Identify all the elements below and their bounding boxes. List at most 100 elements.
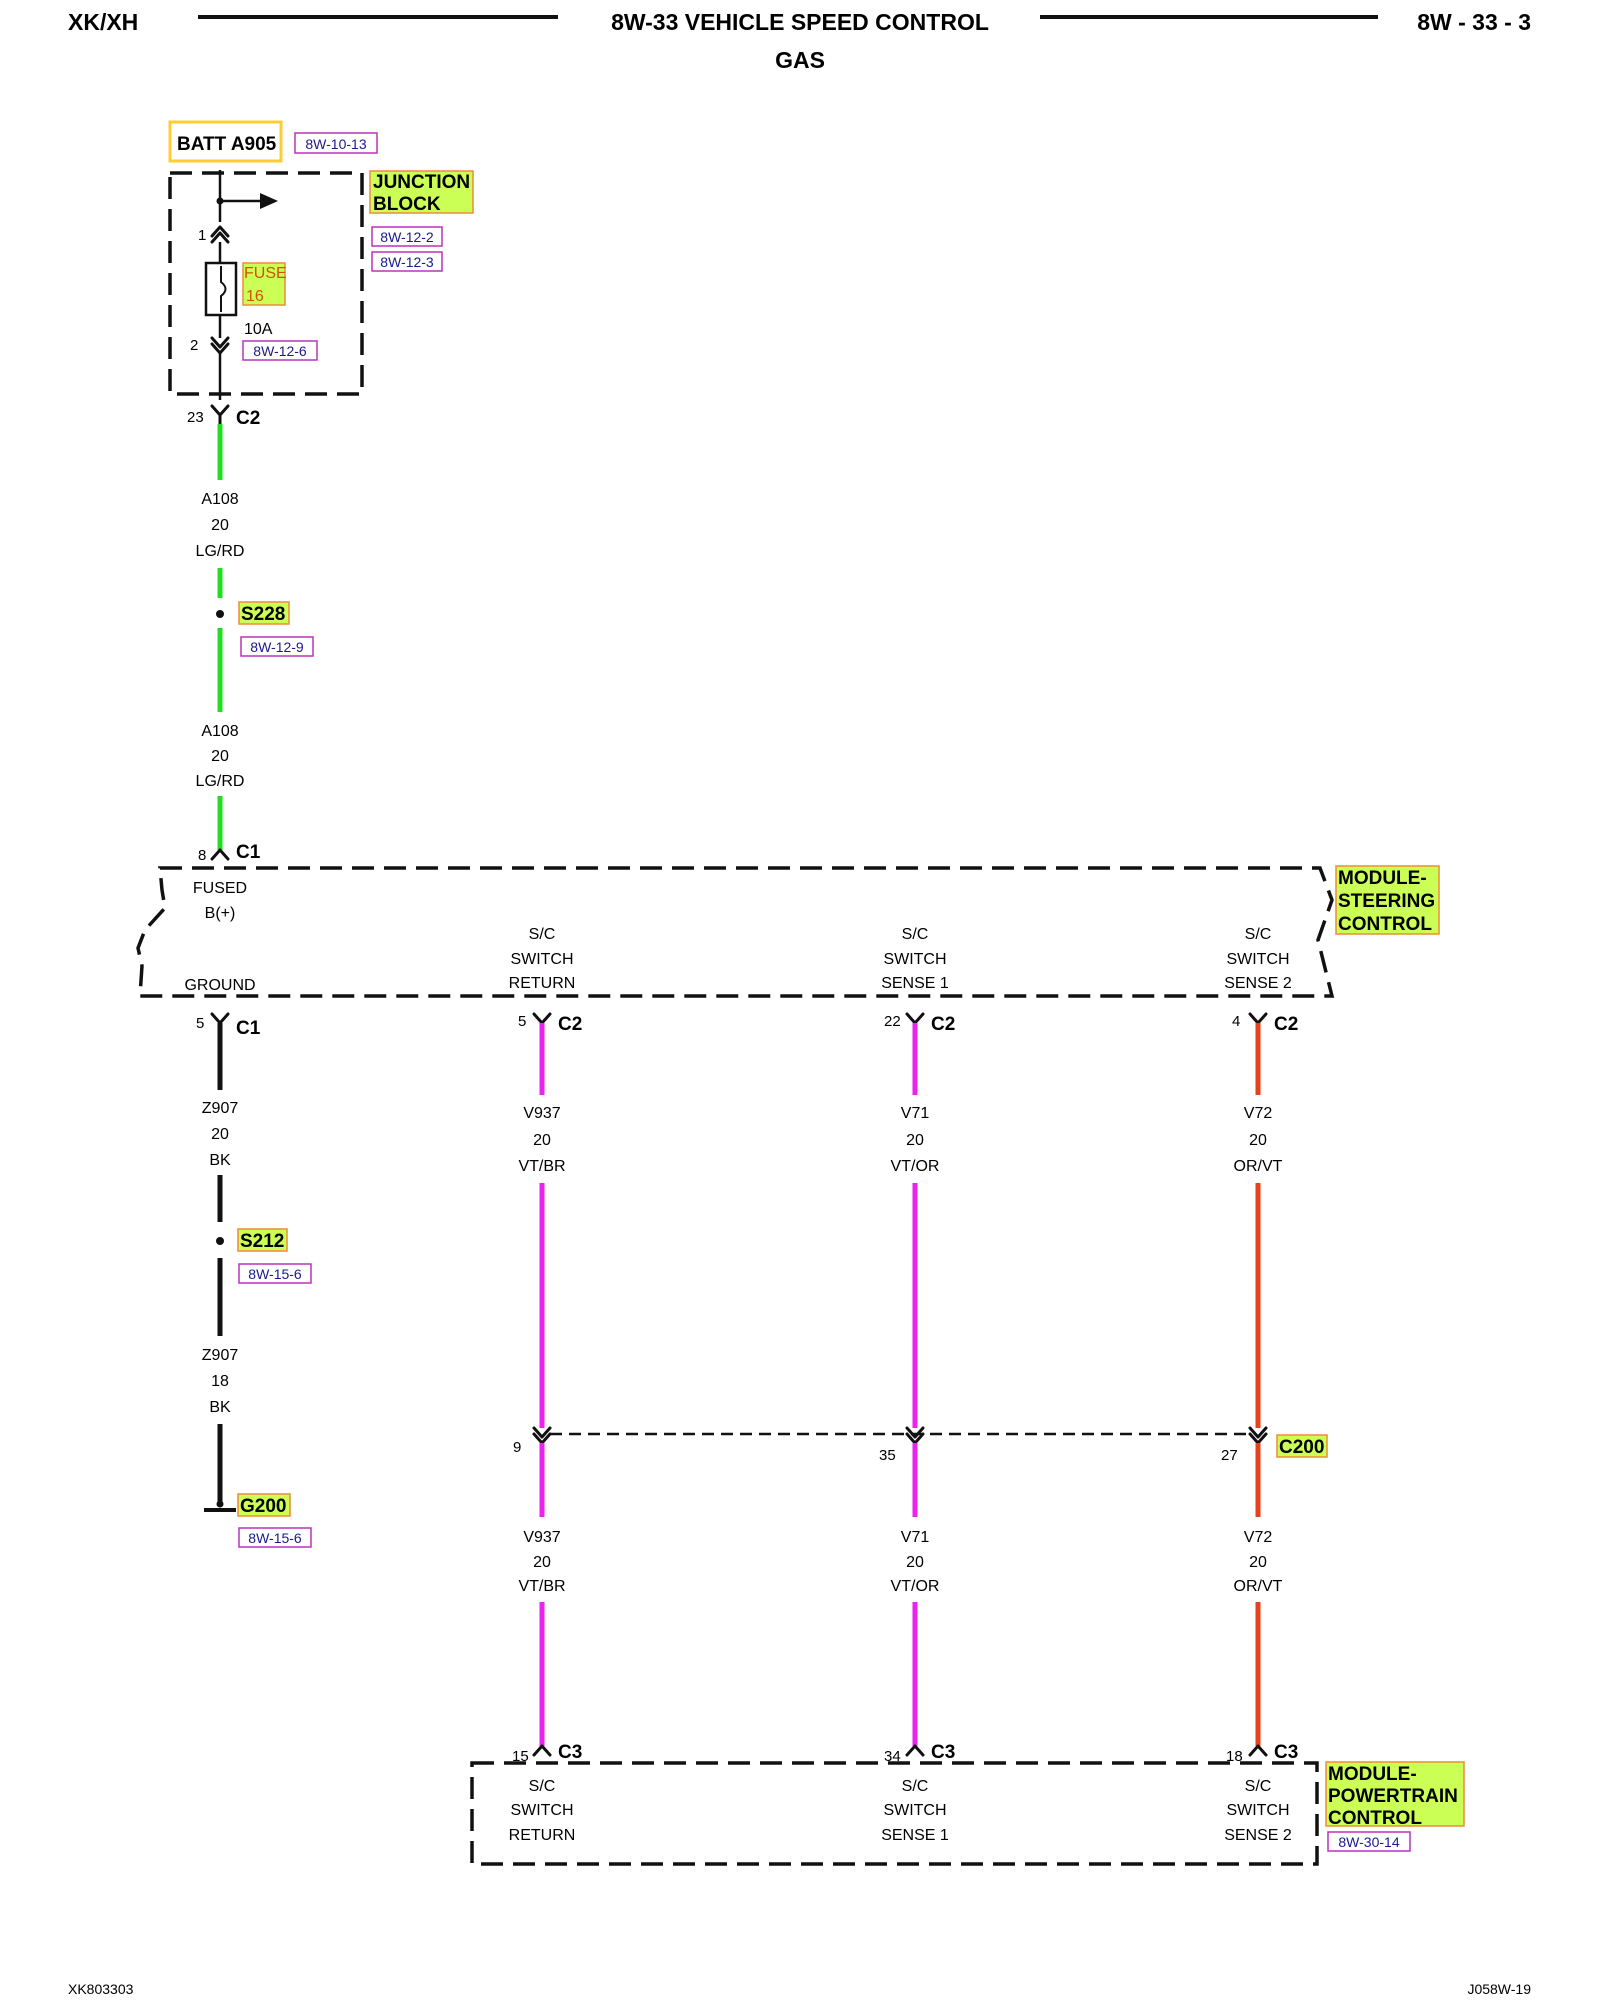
splice-s228-name: S228 <box>241 604 285 625</box>
batt-ref-box[interactable] <box>294 132 378 154</box>
batt-ref[interactable]: 8W-10-13 <box>305 136 366 152</box>
wire-v71-lower-circuit: V71 <box>901 1529 930 1546</box>
sc-sense1-label-line2: SWITCH <box>883 951 946 968</box>
connector-chevron-icon <box>210 225 230 238</box>
wire-a108-lower-gauge: 20 <box>211 748 229 765</box>
steering-module-name-line3: CONTROL <box>1338 914 1432 935</box>
pcm-return-label-line3: RETURN <box>509 1827 576 1844</box>
wire-v71-lower-color: VT/OR <box>891 1578 940 1595</box>
sc-sense2-connector: C2 <box>1274 1014 1298 1035</box>
junction-block-ref1[interactable]: 8W-12-2 <box>380 229 434 245</box>
junction-block-label-line2: BLOCK <box>373 194 441 215</box>
wire-v937-upper-gauge: 20 <box>533 1132 551 1149</box>
pcm-sense2-label-line1: S/C <box>1245 1778 1272 1795</box>
footer-right: J058W-19 <box>1467 1981 1531 1997</box>
connector-chevron-icon <box>210 336 230 349</box>
sc-sense2-label-line3: SENSE 2 <box>1224 975 1292 992</box>
wire-z907-lower-color: BK <box>209 1399 231 1416</box>
pcm-return-label-line1: S/C <box>529 1778 556 1795</box>
wire-z907-lower-gauge: 18 <box>211 1373 229 1390</box>
wire-z907-upper-gauge: 20 <box>211 1126 229 1143</box>
sc-ground-label: GROUND <box>184 977 255 994</box>
powertrain-module-name-line3: CONTROL <box>1328 1808 1422 1829</box>
splice-s228-ref-box[interactable] <box>240 636 314 657</box>
fuse-rating: 10A <box>244 321 273 338</box>
wire-v72-upper-color: OR/VT <box>1234 1158 1283 1175</box>
pcm-return-label-line2: SWITCH <box>510 1802 573 1819</box>
fuse-pin-top: 1 <box>198 227 206 244</box>
splice-s228-ref[interactable]: 8W-12-9 <box>250 639 304 655</box>
sc-sense1-connector: C2 <box>931 1014 955 1035</box>
jb-c2-pin: 23 <box>187 409 204 426</box>
junction-block-ref2-box[interactable] <box>371 251 443 272</box>
fuse-label-box <box>242 262 286 306</box>
connector-female-icon <box>210 404 230 417</box>
header-right: 8W - 33 - 3 <box>1417 9 1531 35</box>
splice-s212-icon <box>216 1237 224 1245</box>
connector-female-icon <box>905 1012 925 1025</box>
c200-return-pin: 9 <box>513 1439 521 1456</box>
wire-v71-lower-gauge: 20 <box>906 1554 924 1571</box>
c200-name: C200 <box>1279 1437 1324 1458</box>
sc-fused-pin: 8 <box>198 847 206 864</box>
pcm-return-pin: 15 <box>512 1748 529 1765</box>
pcm-sense1-connector: C3 <box>931 1742 955 1763</box>
wire-v71-upper-gauge: 20 <box>906 1132 924 1149</box>
sc-return-connector: C2 <box>558 1014 582 1035</box>
ground-g200-name: G200 <box>240 1496 286 1517</box>
pcm-sense2-label-line3: SENSE 2 <box>1224 1827 1292 1844</box>
ground-g200-ref[interactable]: 8W-15-6 <box>248 1530 302 1546</box>
pcm-sense1-label-line1: S/C <box>902 1778 929 1795</box>
connector-female-icon <box>210 1012 230 1025</box>
wire-a108-lower-color: LG/RD <box>196 773 245 790</box>
connector-male-icon <box>210 848 230 861</box>
splice-s212-name: S212 <box>240 1231 284 1252</box>
wire-v71-upper-color: VT/OR <box>891 1158 940 1175</box>
wire-z907-upper-circuit: Z907 <box>202 1100 239 1117</box>
powertrain-module-ref-box[interactable] <box>1327 1831 1411 1852</box>
junction-block-ref2[interactable]: 8W-12-3 <box>380 254 434 270</box>
sc-sense1-label-line1: S/C <box>902 926 929 943</box>
junction-bus-node <box>216 197 224 205</box>
connector-female-icon <box>1248 1012 1268 1025</box>
splice-s212-label-box <box>237 1228 288 1252</box>
wire-a108-upper-circuit: A108 <box>201 491 238 508</box>
powertrain-module-label-box <box>1325 1761 1465 1827</box>
batt-label-box <box>168 120 283 163</box>
fuse-ref[interactable]: 8W-12-6 <box>253 343 307 359</box>
powertrain-module-name-line1: MODULE- <box>1328 1764 1417 1785</box>
wire-v72-lower-gauge: 20 <box>1249 1554 1267 1571</box>
sc-fused-label-line1: FUSED <box>193 880 247 897</box>
fuse-number: 16 <box>246 288 264 305</box>
fuse-ref-box[interactable] <box>242 340 318 361</box>
junction-block-outline <box>168 171 364 396</box>
pcm-sense2-label-line2: SWITCH <box>1226 1802 1289 1819</box>
sc-return-label-line3: RETURN <box>509 975 576 992</box>
sc-return-label-line2: SWITCH <box>510 951 573 968</box>
ground-g200-ref-box[interactable] <box>238 1527 312 1548</box>
steering-module-label-box <box>1335 865 1440 935</box>
junction-block-ref1-box[interactable] <box>371 226 443 247</box>
sc-sense2-label-line2: SWITCH <box>1226 951 1289 968</box>
wire-z907-lower-circuit: Z907 <box>202 1347 239 1364</box>
wire-v72-upper-circuit: V72 <box>1244 1105 1273 1122</box>
powertrain-module-ref[interactable]: 8W-30-14 <box>1338 1834 1399 1850</box>
c200-sense2-pin: 27 <box>1221 1447 1238 1464</box>
c200-sense1-pin: 35 <box>879 1447 896 1464</box>
wire-v72-lower-color: OR/VT <box>1234 1578 1283 1595</box>
pcm-sense1-label-line3: SENSE 1 <box>881 1827 949 1844</box>
pcm-return-connector: C3 <box>558 1742 582 1763</box>
sc-sense1-label-line3: SENSE 1 <box>881 975 949 992</box>
splice-s212-ref-box[interactable] <box>238 1263 312 1284</box>
wire-v72-upper-gauge: 20 <box>1249 1132 1267 1149</box>
wire-a108-upper-gauge: 20 <box>211 517 229 534</box>
c200-label-box <box>1276 1434 1328 1458</box>
connector-chevron-icon <box>905 1426 925 1439</box>
connector-male-icon <box>905 1744 925 1757</box>
splice-s212-ref[interactable]: 8W-15-6 <box>248 1266 302 1282</box>
pcm-sense2-pin: 18 <box>1226 1748 1243 1765</box>
sc-sense2-label-line1: S/C <box>1245 926 1272 943</box>
wire-v937-lower-color: VT/BR <box>518 1578 565 1595</box>
connector-chevron-icon <box>210 231 230 244</box>
